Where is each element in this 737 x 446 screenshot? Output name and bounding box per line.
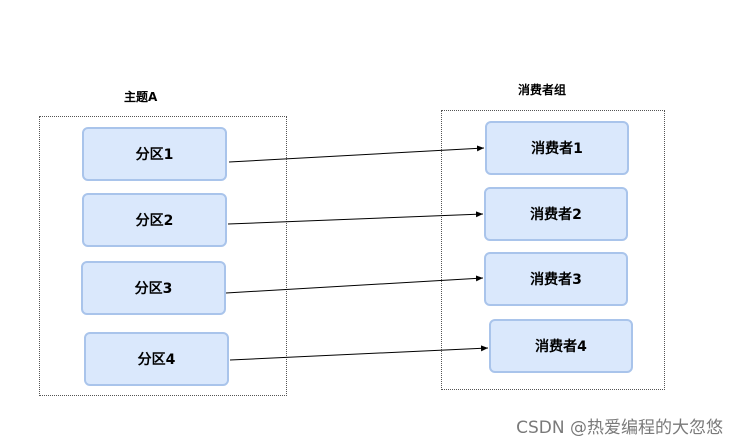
edge-partition1-consumer1	[228, 145, 485, 163]
partition-2-node: 分区2	[82, 193, 227, 247]
consumer-group-title: 消费者组	[518, 83, 567, 97]
consumer-4-node: 消费者4	[489, 319, 633, 373]
topic-title: 主题A	[124, 90, 158, 104]
edge-partition3-consumer3	[225, 275, 484, 294]
consumer-group-container	[441, 110, 665, 390]
edge-partition2-consumer2	[227, 211, 484, 225]
partition-3-node: 分区3	[81, 261, 226, 315]
watermark-text: CSDN @热爱编程的大忽悠	[516, 418, 723, 438]
topic-container	[39, 116, 287, 396]
partition-1-node: 分区1	[82, 127, 227, 181]
partition-4-node: 分区4	[84, 332, 229, 386]
consumer-3-node: 消费者3	[484, 252, 628, 306]
consumer-2-node: 消费者2	[484, 187, 628, 241]
edge-partition4-consumer4	[229, 345, 489, 361]
consumer-1-node: 消费者1	[485, 121, 629, 175]
